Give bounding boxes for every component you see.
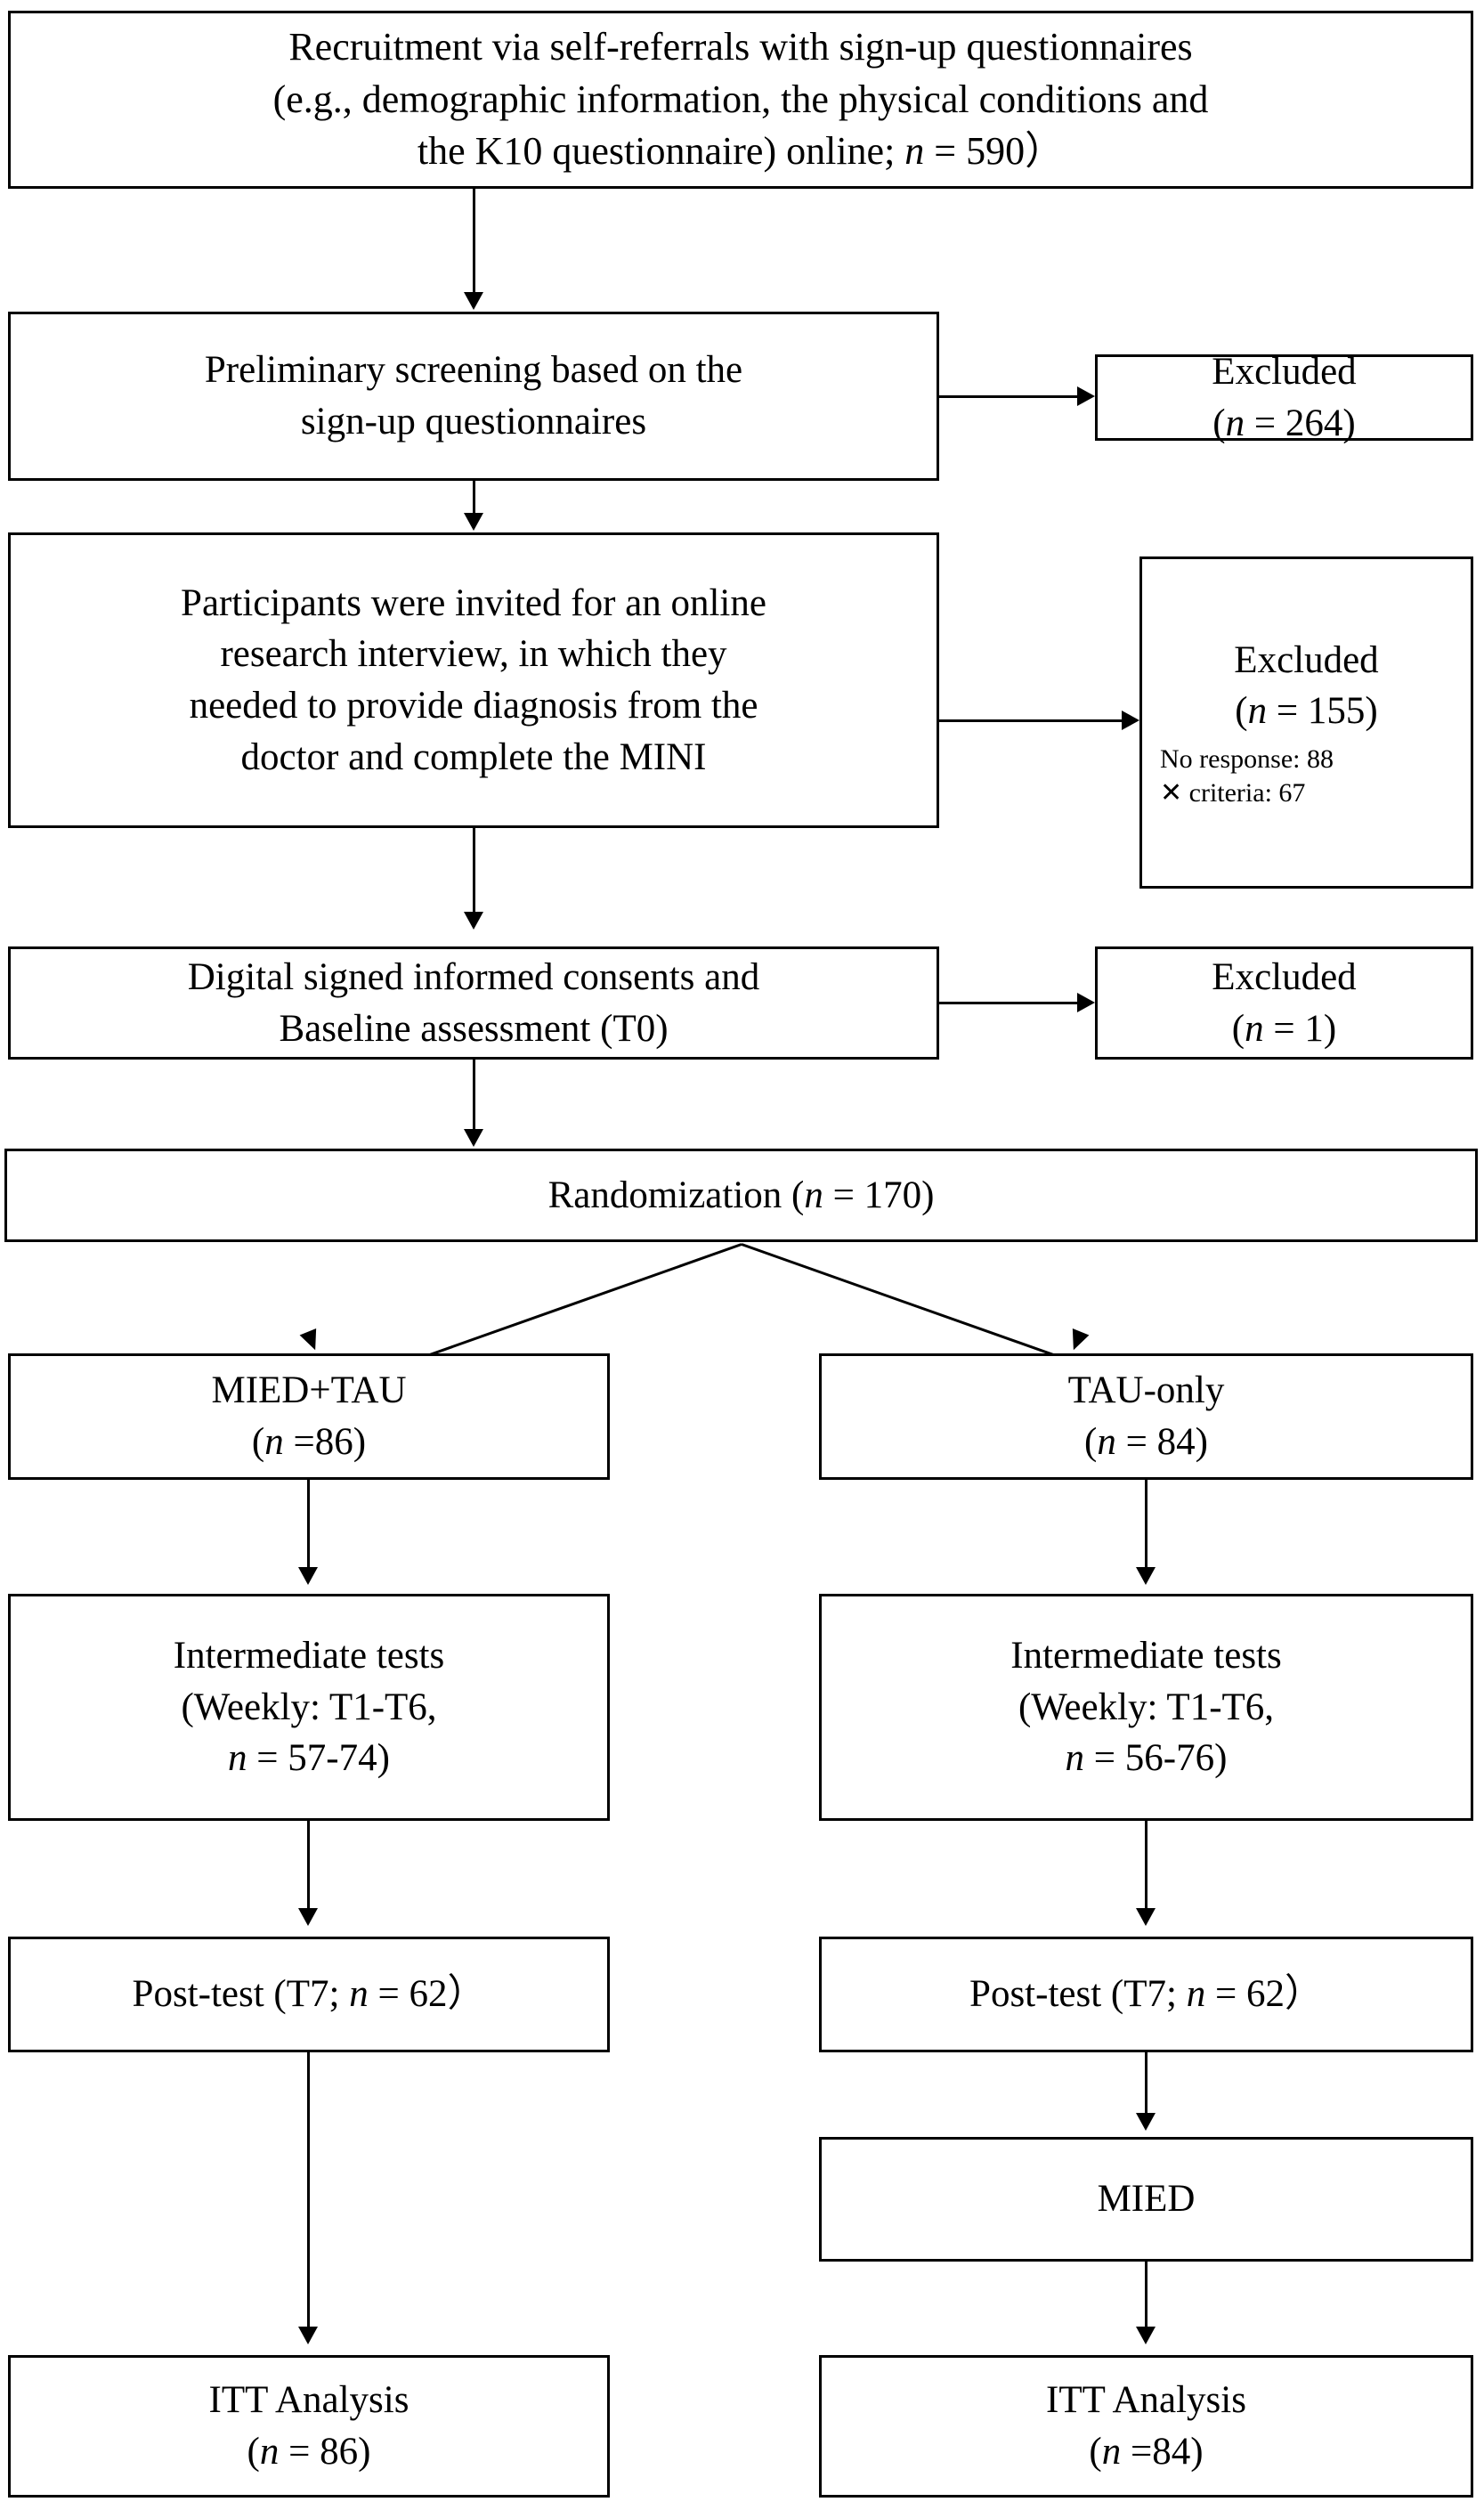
recruitment-line-2: (e.g., demographic information, the phys… <box>272 77 1209 121</box>
arrow-consent-to-excluded1 <box>1077 993 1095 1012</box>
intermediate-right-line-1: Intermediate tests <box>1010 1635 1282 1677</box>
excluded1-count: (n = 1) <box>1231 1007 1337 1050</box>
excluded155-criteria: ✕ criteria: 67 <box>1160 778 1306 808</box>
intermediate-left-line-2: (Weekly: T1-T6, <box>181 1686 437 1728</box>
connector-interview-to-excluded155 <box>939 719 1122 722</box>
excluded155-count: (n = 155) <box>1235 690 1378 733</box>
arrow-interview-to-consent <box>464 912 483 930</box>
node-consent-baseline: Digital signed informed consents and Bas… <box>8 946 939 1060</box>
recruitment-line-1: Recruitment via self-referrals with sign… <box>288 24 1193 69</box>
itt-left-label: ITT Analysis <box>208 2379 410 2422</box>
connector-posttest-to-itt-left <box>307 2052 310 2328</box>
consent-line-1: Digital signed informed consents and <box>187 955 760 998</box>
intermediate-left-line-1: Intermediate tests <box>173 1635 445 1677</box>
arrow-consent-to-randomization <box>464 1129 483 1147</box>
connector-mied-to-itt-right <box>1145 2262 1147 2328</box>
node-intermediate-tests-left: Intermediate tests (Weekly: T1-T6, n = 5… <box>8 1594 610 1821</box>
node-research-interview: Participants were invited for an online … <box>8 532 939 828</box>
node-excluded-1: Excluded (n = 1) <box>1095 946 1473 1060</box>
arrow-mied-to-itt-right <box>1136 2327 1156 2344</box>
arrow-recruitment-to-screening <box>464 292 483 310</box>
arrow-interview-to-excluded155 <box>1122 711 1139 730</box>
arrow-screening-to-excluded264 <box>1077 386 1095 406</box>
intermediate-left-line-3: n = 57-74) <box>228 1737 390 1780</box>
connector-randomization-to-right-arm <box>741 1243 1086 1368</box>
excluded155-no-response: No response: 88 <box>1160 743 1334 774</box>
node-mied-right: MIED <box>819 2137 1473 2262</box>
arm-right-count: (n = 84) <box>1084 1421 1208 1463</box>
connector-intermediate-to-posttest-left <box>307 1821 310 1910</box>
arrow-intermediate-to-posttest-left <box>298 1908 318 1926</box>
interview-line-2: research interview, in which they <box>220 633 727 676</box>
node-preliminary-screening: Preliminary screening based on the sign-… <box>8 312 939 481</box>
arrow-randomization-to-left-arm <box>299 1328 324 1353</box>
connector-screening-to-interview <box>473 481 475 515</box>
connector-consent-to-randomization <box>473 1060 475 1131</box>
node-intermediate-tests-right: Intermediate tests (Weekly: T1-T6, n = 5… <box>819 1594 1473 1821</box>
itt-left-count: (n = 86) <box>247 2431 371 2473</box>
screening-line-1: Preliminary screening based on the <box>204 349 743 392</box>
node-excluded-264: Excluded (n = 264) <box>1095 351 1473 444</box>
connector-posttest-to-mied-right <box>1145 2052 1147 2115</box>
posttest-right-label: Post-test (T7; n = 62） <box>969 1973 1323 2016</box>
node-arm-mied-tau: MIED+TAU (n =86) <box>8 1353 610 1480</box>
node-excluded-155: Excluded (n = 155) No response: 88 ✕ cri… <box>1139 556 1473 889</box>
connector-left-arm-to-intermediate <box>307 1480 310 1569</box>
connector-interview-to-consent <box>473 828 475 914</box>
intermediate-right-line-3: n = 56-76) <box>1065 1737 1228 1780</box>
arrow-posttest-to-mied-right <box>1136 2113 1156 2131</box>
arrow-randomization-to-right-arm <box>1065 1328 1090 1353</box>
arrow-left-arm-to-intermediate <box>298 1567 318 1585</box>
intermediate-right-line-2: (Weekly: T1-T6, <box>1018 1686 1275 1728</box>
connector-randomization-to-left-arm <box>397 1243 742 1368</box>
excluded155-label: Excluded <box>1234 638 1379 681</box>
connector-right-arm-to-intermediate <box>1145 1480 1147 1569</box>
arm-left-label: MIED+TAU <box>211 1369 407 1412</box>
interview-line-3: needed to provide diagnosis from the <box>189 685 758 727</box>
connector-intermediate-to-posttest-right <box>1145 1821 1147 1910</box>
node-arm-tau-only: TAU-only (n = 84) <box>819 1353 1473 1480</box>
itt-right-label: ITT Analysis <box>1046 2379 1246 2422</box>
node-posttest-left: Post-test (T7; n = 62） <box>8 1937 610 2052</box>
screening-line-2: sign-up questionnaires <box>300 401 647 443</box>
recruitment-line-3: the K10 questionnaire) online; n = 590） <box>417 129 1065 174</box>
node-posttest-right: Post-test (T7; n = 62） <box>819 1937 1473 2052</box>
consent-line-2: Baseline assessment (T0) <box>279 1007 669 1050</box>
mied-right-label: MIED <box>1097 2178 1196 2221</box>
interview-line-4: doctor and complete the MINI <box>240 735 707 778</box>
excluded1-label: Excluded <box>1212 955 1357 998</box>
connector-screening-to-excluded264 <box>939 395 1077 398</box>
posttest-left-label: Post-test (T7; n = 62） <box>132 1973 486 2016</box>
node-itt-analysis-right: ITT Analysis (n =84) <box>819 2355 1473 2498</box>
node-randomization: Randomization (n = 170) <box>4 1149 1478 1242</box>
node-recruitment: Recruitment via self-referrals with sign… <box>8 11 1473 189</box>
arrow-posttest-to-itt-left <box>298 2327 318 2344</box>
node-itt-analysis-left: ITT Analysis (n = 86) <box>8 2355 610 2498</box>
excluded264-label: Excluded <box>1212 350 1357 393</box>
excluded264-count: (n = 264) <box>1212 402 1356 444</box>
arrow-right-arm-to-intermediate <box>1136 1567 1156 1585</box>
itt-right-count: (n =84) <box>1089 2431 1204 2473</box>
arm-right-label: TAU-only <box>1067 1369 1225 1412</box>
randomization-label: Randomization (n = 170) <box>547 1174 935 1216</box>
interview-line-1: Participants were invited for an online <box>181 581 766 624</box>
connector-consent-to-excluded1 <box>939 1002 1077 1004</box>
connector-recruitment-to-screening <box>473 189 475 294</box>
arrow-intermediate-to-posttest-right <box>1136 1908 1156 1926</box>
arm-left-count: (n =86) <box>251 1421 367 1463</box>
excluded155-details: No response: 88 ✕ criteria: 67 <box>1151 743 1462 811</box>
arrow-screening-to-interview <box>464 513 483 531</box>
